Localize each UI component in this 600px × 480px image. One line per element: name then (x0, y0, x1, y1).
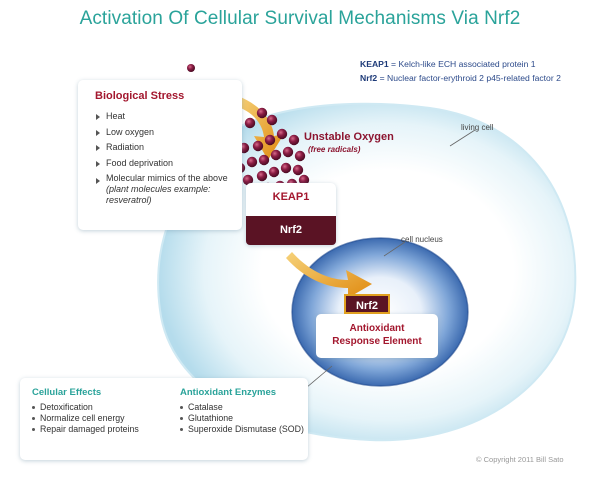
free-radical-particle (298, 174, 310, 186)
antioxidant-enzyme-item: Catalase (180, 402, 304, 413)
nrf2-cytoplasm-label: Nrf2 (246, 216, 336, 245)
antioxidant-enzymes-section: Antioxidant Enzymes Catalase Glutathione… (180, 387, 304, 435)
free-radical-particle (256, 170, 268, 182)
free-radical-particle (280, 162, 292, 174)
biological-stress-title: Biological Stress (95, 90, 185, 102)
stress-item: Radiation (96, 140, 236, 156)
free-radical-particle (276, 128, 288, 140)
cellular-effects-title: Cellular Effects (32, 387, 102, 398)
free-radical-particle (264, 134, 276, 146)
free-radical-particle (244, 117, 256, 129)
antioxidant-enzyme-item: Glutathione (180, 413, 304, 424)
effects-panel (20, 378, 308, 460)
stress-item: Heat (96, 109, 236, 125)
free-radical-particle (242, 174, 254, 186)
free-radical-particle (187, 64, 195, 72)
stress-item-mimics-line2: above (203, 173, 228, 184)
keap1-label: KEAP1 (272, 191, 310, 203)
cell-nucleus-pointer (383, 241, 406, 257)
nrf2-nucleus-label: Nrf2 (344, 294, 390, 314)
stress-item: Food deprivation (96, 156, 236, 172)
page-title: Activation Of Cellular Survival Mechanis… (79, 8, 521, 29)
stress-item: Low oxygen (96, 125, 236, 141)
are-line2: Response Element (332, 336, 422, 347)
biological-stress-panel (78, 80, 242, 230)
copyright-notice: © Copyright 2011 Bill Sato (476, 455, 564, 464)
cellular-effect-item: Normalize cell energy (32, 413, 139, 424)
living-cell-pointer (449, 129, 476, 147)
legend-nrf2-def: = Nuclear factor-erythroid 2 p45-related… (377, 73, 561, 83)
antioxidant-enzyme-item: Superoxide Dismutase (SOD) (180, 424, 304, 435)
antioxidant-response-element-label: Antioxidant Response Element (316, 322, 438, 348)
free-radical-particle (268, 166, 280, 178)
abbreviation-legend: KEAP1 = Kelch-like ECH associated protei… (360, 57, 561, 85)
free-radical-particle (252, 140, 264, 152)
are-line1: Antioxidant (349, 323, 405, 334)
legend-keap1-def: = Kelch-like ECH associated protein 1 (388, 59, 536, 69)
stress-item-mimics-line1: Molecular mimics of the (106, 173, 201, 184)
free-radical-particle (266, 114, 278, 126)
free-radical-particle (282, 146, 294, 158)
free-radical-particle (288, 134, 300, 146)
stress-item-mimics: Molecular mimics of the above (plant mol… (96, 173, 236, 206)
legend-keap1-abbr: KEAP1 (360, 59, 389, 69)
free-radical-particle (292, 164, 304, 176)
nucleus-arrow (286, 252, 372, 298)
antioxidant-response-element-box (316, 314, 438, 358)
unstable-oxygen-subtitle: (free radicals) (308, 145, 361, 154)
living-cell-label: living cell (461, 123, 494, 132)
free-radical-particle (256, 107, 268, 119)
antioxidant-enzymes-title: Antioxidant Enzymes (180, 387, 277, 398)
biological-stress-list: Heat Low oxygen Radiation Food deprivati… (96, 109, 236, 206)
free-radical-particle (294, 150, 306, 162)
free-radical-particle (246, 156, 258, 168)
free-radical-particle (258, 154, 270, 166)
stress-item-mimics-example: (plant molecules example: resveratrol) (106, 184, 211, 206)
cellular-effects-section: Cellular Effects Detoxification Normaliz… (32, 387, 139, 435)
cell-nucleus-label: cell nucleus (401, 235, 443, 244)
unstable-oxygen-title: Unstable Oxygen (304, 131, 394, 143)
legend-nrf2-abbr: Nrf2 (360, 73, 378, 83)
free-radical-particle (270, 149, 282, 161)
cellular-effect-item: Repair damaged proteins (32, 424, 139, 435)
cellular-effect-item: Detoxification (32, 402, 139, 413)
